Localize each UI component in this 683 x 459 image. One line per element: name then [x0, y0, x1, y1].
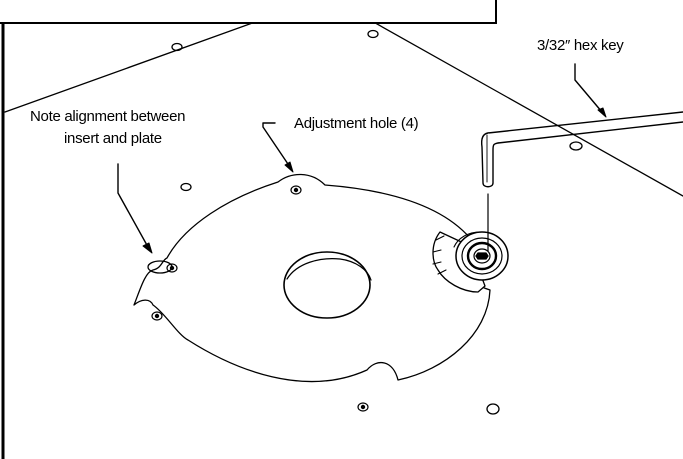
arrowhead [142, 242, 153, 254]
leader-adjustment [262, 122, 291, 168]
center-opening-rim [286, 258, 372, 281]
insert-plate [133, 173, 491, 383]
table-hole [486, 403, 500, 415]
leader-note [117, 163, 149, 248]
adjustment-hole [290, 185, 302, 195]
table-hole [180, 182, 192, 192]
center-opening [283, 251, 371, 319]
table-hole [367, 29, 379, 39]
arrowhead [597, 107, 607, 118]
adjustment-hole [151, 311, 163, 321]
alignment-notch [147, 260, 173, 274]
note-label-line2: insert and plate [64, 129, 162, 148]
hex-key [480, 111, 683, 252]
table-edge-right [344, 5, 683, 197]
leader-hex-key [574, 63, 603, 113]
note-label-line1: Note alignment between [30, 107, 186, 126]
figure-title-box [0, 0, 497, 24]
table-hole [569, 141, 583, 151]
hex-key-label: 3/32″ hex key [537, 36, 624, 55]
lock-knob [432, 231, 509, 293]
adjustment-hole [357, 402, 369, 412]
arrowhead [284, 161, 294, 173]
table-hole [171, 42, 183, 52]
adjustment-hole-label: Adjustment hole (4) [294, 114, 419, 133]
